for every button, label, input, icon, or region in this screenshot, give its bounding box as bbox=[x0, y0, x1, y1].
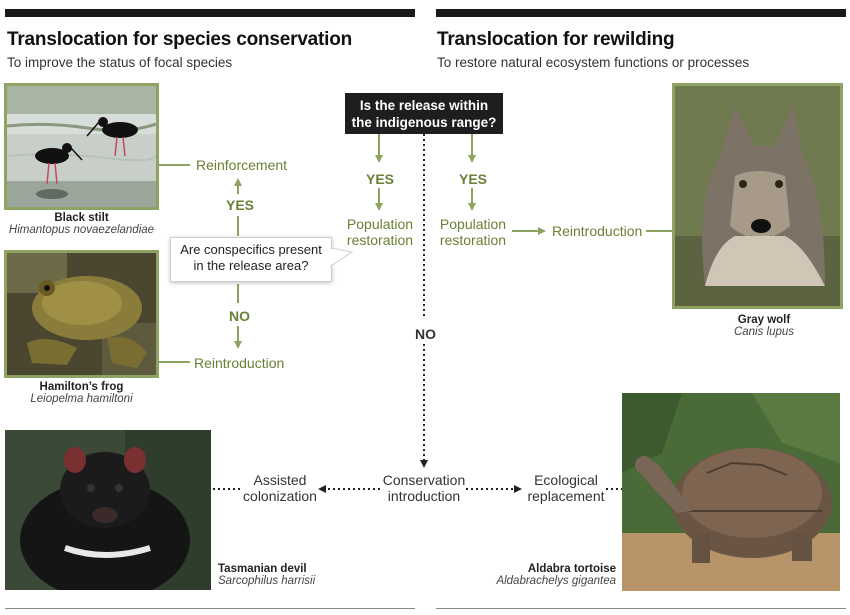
right-reintroduction-label: Reintroduction bbox=[552, 223, 643, 239]
hamiltons-frog-scientific-name: Leiopelma hamiltoni bbox=[30, 393, 133, 405]
black-stilt-common-name: Black stilt bbox=[54, 212, 109, 224]
q-yes-right-label: YES bbox=[459, 171, 488, 187]
reinforcement-label: Reinforcement bbox=[196, 157, 288, 173]
callout-line-1: Are conspecifics present bbox=[180, 242, 322, 257]
black-stilt-scientific-name: Himantopus novaezelandiae bbox=[8, 224, 155, 236]
right-bottom-rule bbox=[436, 608, 846, 609]
population-restoration-right-line-2: restoration bbox=[439, 232, 507, 248]
left-header-bar bbox=[5, 9, 415, 17]
right-subtitle: To restore natural ecosystem functions o… bbox=[437, 55, 750, 70]
gray-wolf-image bbox=[675, 86, 840, 306]
conservation-introduction-label: Conservation introduction bbox=[381, 472, 467, 504]
tasmanian-devil-caption: Tasmanian devil Sarcophilus harrisii bbox=[218, 563, 315, 587]
q-no-label: NO bbox=[415, 326, 436, 342]
hamiltons-frog-image bbox=[7, 253, 156, 375]
left-no-label: NO bbox=[229, 308, 250, 324]
gray-wolf-photo bbox=[672, 83, 843, 309]
aldabra-tortoise-scientific-name: Aldabrachelys gigantea bbox=[496, 575, 616, 587]
hamiltons-frog-photo bbox=[4, 250, 159, 378]
ecological-line-1: Ecological bbox=[534, 472, 598, 488]
tasmanian-devil-photo bbox=[5, 430, 211, 590]
ecological-replacement-label: Ecological replacement bbox=[524, 472, 608, 504]
assisted-line-2: colonization bbox=[243, 488, 317, 504]
callout-line-2: in the release area? bbox=[193, 258, 309, 273]
conservation-line-1: Conservation bbox=[382, 472, 466, 488]
left-subtitle: To improve the status of focal species bbox=[7, 55, 233, 70]
black-stilt-image bbox=[7, 86, 156, 207]
question-line-1: Is the release within bbox=[359, 98, 489, 113]
left-yes-label: YES bbox=[226, 197, 255, 213]
hamiltons-frog-common-name: Hamilton’s frog bbox=[39, 381, 124, 393]
gray-wolf-scientific-name: Canis lupus bbox=[733, 326, 795, 338]
q-yes-left-label: YES bbox=[366, 171, 395, 187]
population-restoration-left-line-1: Population bbox=[346, 216, 414, 232]
assisted-line-1: Assisted bbox=[253, 472, 307, 488]
right-title: Translocation for rewilding bbox=[437, 29, 675, 50]
population-restoration-right: Population restoration bbox=[437, 216, 509, 248]
aldabra-tortoise-caption: Aldabra tortoise Aldabrachelys gigantea bbox=[488, 563, 616, 587]
population-restoration-left: Population restoration bbox=[345, 216, 415, 248]
left-bottom-rule bbox=[5, 608, 415, 609]
question-line-2: the indigenous range? bbox=[351, 115, 497, 130]
population-restoration-right-line-1: Population bbox=[439, 216, 507, 232]
aldabra-tortoise-image bbox=[622, 393, 840, 591]
aldabra-tortoise-photo bbox=[622, 393, 840, 591]
hamiltons-frog-caption: Hamilton’s frog Leiopelma hamiltoni bbox=[4, 381, 159, 405]
population-restoration-left-line-2: restoration bbox=[346, 232, 414, 248]
left-title: Translocation for species conservation bbox=[7, 29, 353, 50]
ecological-line-2: replacement bbox=[527, 488, 605, 504]
black-stilt-photo bbox=[4, 83, 159, 210]
assisted-colonization-label: Assisted colonization bbox=[240, 472, 320, 504]
tasmanian-devil-common-name: Tasmanian devil bbox=[218, 563, 307, 575]
conservation-line-2: introduction bbox=[387, 488, 461, 504]
tasmanian-devil-scientific-name: Sarcophilus harrisii bbox=[218, 575, 316, 587]
black-stilt-caption: Black stilt Himantopus novaezelandiae bbox=[4, 212, 159, 236]
left-reintroduction-label: Reintroduction bbox=[194, 355, 285, 371]
aldabra-tortoise-common-name: Aldabra tortoise bbox=[527, 563, 616, 575]
right-header-bar bbox=[436, 9, 846, 17]
tasmanian-devil-image bbox=[5, 430, 211, 590]
gray-wolf-caption: Gray wolf Canis lupus bbox=[672, 314, 850, 338]
indigenous-range-question: Is the release within the indigenous ran… bbox=[345, 93, 503, 134]
gray-wolf-common-name: Gray wolf bbox=[737, 314, 791, 326]
conspecifics-question-callout: Are conspecifics present in the release … bbox=[170, 237, 332, 282]
